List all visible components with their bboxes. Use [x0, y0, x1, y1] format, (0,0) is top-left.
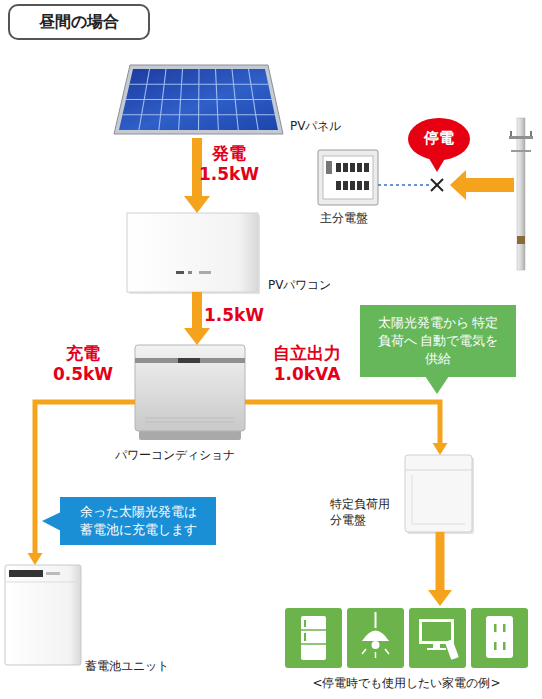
pv-inverter-art [127, 213, 260, 294]
utility-pole [509, 118, 533, 270]
flow-value: 自立出力 1.0kVA [262, 343, 352, 386]
icon-tile [285, 608, 342, 668]
arrow-head [433, 443, 448, 455]
conditioner-badge [178, 358, 200, 363]
battery-seam [5, 582, 81, 583]
panel-frame [114, 65, 283, 134]
arrow-head [428, 590, 452, 606]
grid-wire [378, 184, 429, 186]
appliance-icons [285, 608, 528, 668]
info-callout: 太陽光発電から 特定負荷へ 自動で電気を供給 [360, 305, 516, 377]
node-label: PVパネル [290, 119, 370, 135]
icon-tile [471, 608, 528, 668]
outage-badge: 停電 [408, 118, 470, 160]
battery-panel [9, 570, 43, 577]
main-board-body [318, 150, 378, 205]
flow-line [245, 402, 440, 444]
sub-distribution-board: 特定負荷用分電盤 [405, 455, 472, 532]
fridge-icon [301, 616, 326, 660]
panel-grid [123, 69, 275, 130]
inverter-display [176, 271, 184, 274]
pv-panel-art [114, 65, 283, 134]
sub-board-line [405, 470, 472, 471]
arrow-head [184, 196, 210, 213]
main-breaker [326, 161, 332, 174]
pv-power-conditioner: PVパワコン [127, 213, 258, 292]
main-distribution-board: 主分電盤 [318, 150, 378, 205]
cut-mark [431, 179, 443, 191]
flow-value: 発電 1.5kW [198, 143, 260, 186]
icon-tile [347, 608, 404, 668]
flow-value: 1.5kW [203, 305, 265, 326]
inverter-led [188, 271, 192, 274]
title-text: 昼間の場合 [39, 12, 119, 33]
arrow-head [184, 328, 210, 345]
conditioner-vents [145, 418, 235, 422]
flow-line [436, 532, 445, 591]
badge-ellipse [408, 118, 470, 160]
battery-indicator [46, 572, 60, 575]
panel-cells [119, 69, 278, 130]
node-label: 主分電盤 [320, 211, 400, 227]
inverter-body [127, 213, 258, 292]
lamp-icon [362, 612, 389, 658]
conditioner-body [135, 345, 245, 431]
power-flow-arrow [245, 402, 448, 455]
icon-tile [409, 608, 466, 668]
title-tab: 昼間の場合 [8, 4, 150, 40]
node-label: <停電時でも使用したい家電の例> [283, 676, 530, 692]
battery-unit: 蓄電池ユニット [5, 565, 81, 665]
sub-board-body [405, 455, 472, 532]
callout-text: 停電 [408, 118, 470, 160]
node-label: 特定負荷用分電盤 [330, 497, 394, 528]
tv-icon [419, 619, 459, 660]
outlet-icon [486, 616, 513, 658]
node-label: 蓄電池ユニット [85, 659, 195, 675]
flow-line [192, 292, 202, 329]
battery-art [5, 565, 81, 665]
main-board-art [318, 150, 378, 205]
callout-text: 太陽光発電から 特定負荷へ 自動で電気を供給 [360, 305, 516, 377]
power-conditioner: パワーコンディショナ [135, 345, 245, 440]
flow-value: 充電 0.5kW [50, 343, 116, 386]
callout-pointer [425, 376, 449, 394]
pv-panel: PVパネル [115, 64, 283, 138]
sub-board-art [405, 455, 474, 534]
appliance-examples: <停電時でも使用したい家電の例> [283, 606, 530, 670]
arrow-head [28, 553, 43, 565]
callout-pointer [42, 512, 61, 531]
power-conditioner-art [135, 345, 245, 440]
info-callout: 余った太陽光発電は 蓄電池に充電します [60, 497, 216, 545]
conditioner-band [135, 358, 245, 363]
grid-arrow [450, 170, 514, 200]
inverter-logo [199, 271, 211, 274]
node-label: PVパワコン [268, 278, 358, 294]
power-flow-arrow [428, 532, 452, 606]
branch-breakers [336, 163, 369, 190]
sub-board-door [412, 475, 465, 524]
node-label: パワーコンディショナ [115, 448, 255, 464]
main-board-inner [323, 156, 373, 199]
battery-body [5, 565, 81, 665]
callout-text: 余った太陽光発電は 蓄電池に充電します [60, 497, 216, 545]
